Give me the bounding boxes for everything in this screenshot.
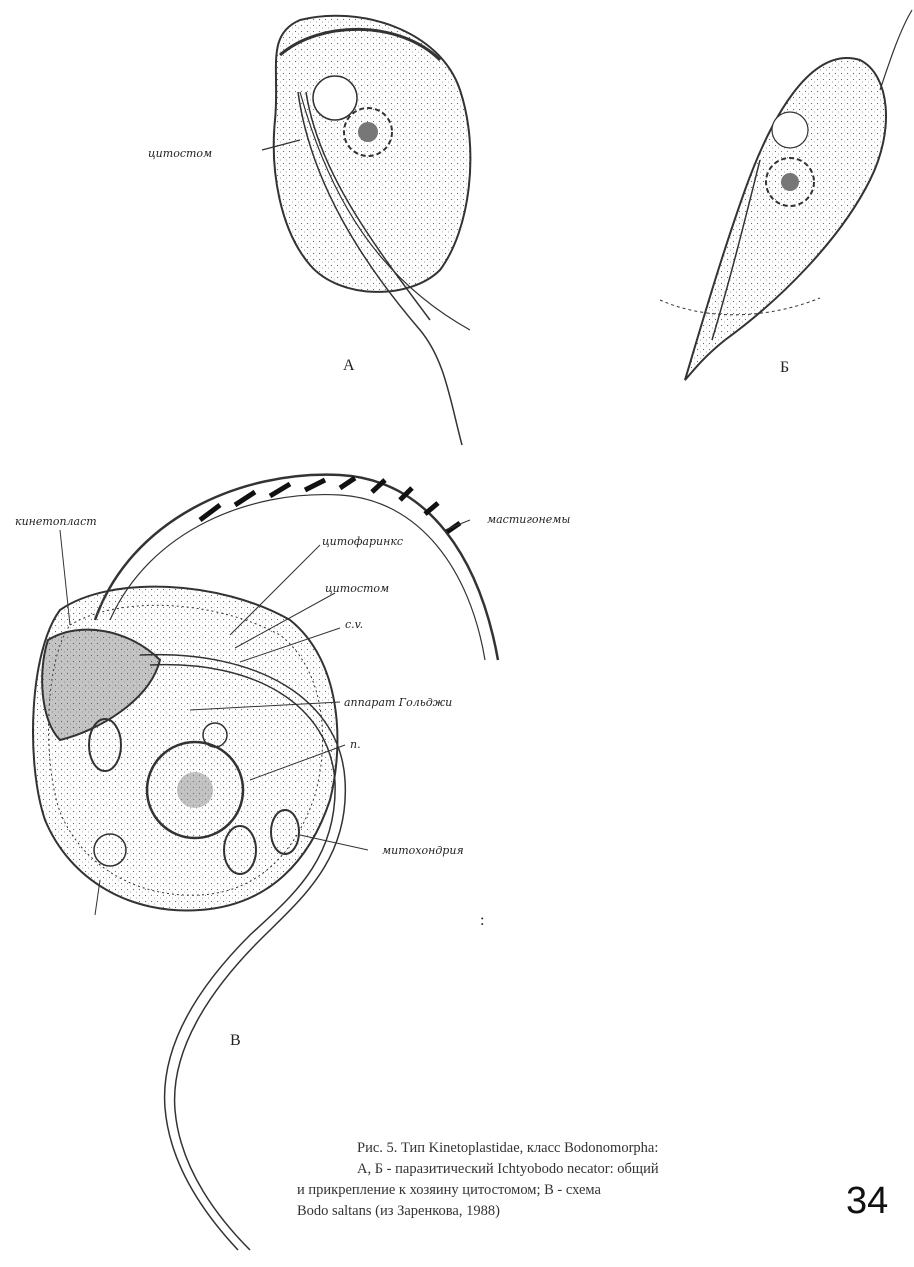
panel-label-c: В	[230, 1032, 241, 1049]
caption-line-2: А, Б - паразитический Ichtyobodo necator…	[297, 1159, 909, 1180]
caption-line-3: и прикрепление к хозяину цитостомом; В -…	[297, 1180, 909, 1201]
label-mastigonemes: мастигонемы	[487, 513, 570, 526]
stray-mark: :	[480, 912, 484, 929]
label-mitochondria: митохондрия	[382, 844, 464, 857]
label-nucleus: n.	[350, 738, 361, 751]
figure-c-cell	[33, 475, 498, 1250]
figure-b-cell	[660, 10, 912, 380]
panel-label-b: Б	[780, 359, 789, 376]
label-a-cytostome: цитостом	[148, 147, 212, 160]
figure-caption: Рис. 5. Тип Kinetoplastidae, класс Bodon…	[297, 1138, 909, 1222]
caption-line-4: Bodo saltans (из Заренкова, 1988)	[297, 1201, 909, 1222]
label-cv: с.v.	[345, 618, 363, 631]
panel-label-a: А	[343, 357, 355, 374]
label-cytopharynx: цитофаринкс	[322, 535, 403, 548]
label-cytostome: цитостом	[325, 582, 389, 595]
label-kinetoplast: кинетопласт	[15, 515, 97, 528]
page-number: 34	[846, 1180, 888, 1223]
label-golgi: аппарат Гольджи	[344, 696, 452, 709]
caption-line-1: Рис. 5. Тип Kinetoplastidae, класс Bodon…	[297, 1138, 909, 1159]
figure-a-cell	[262, 16, 470, 445]
